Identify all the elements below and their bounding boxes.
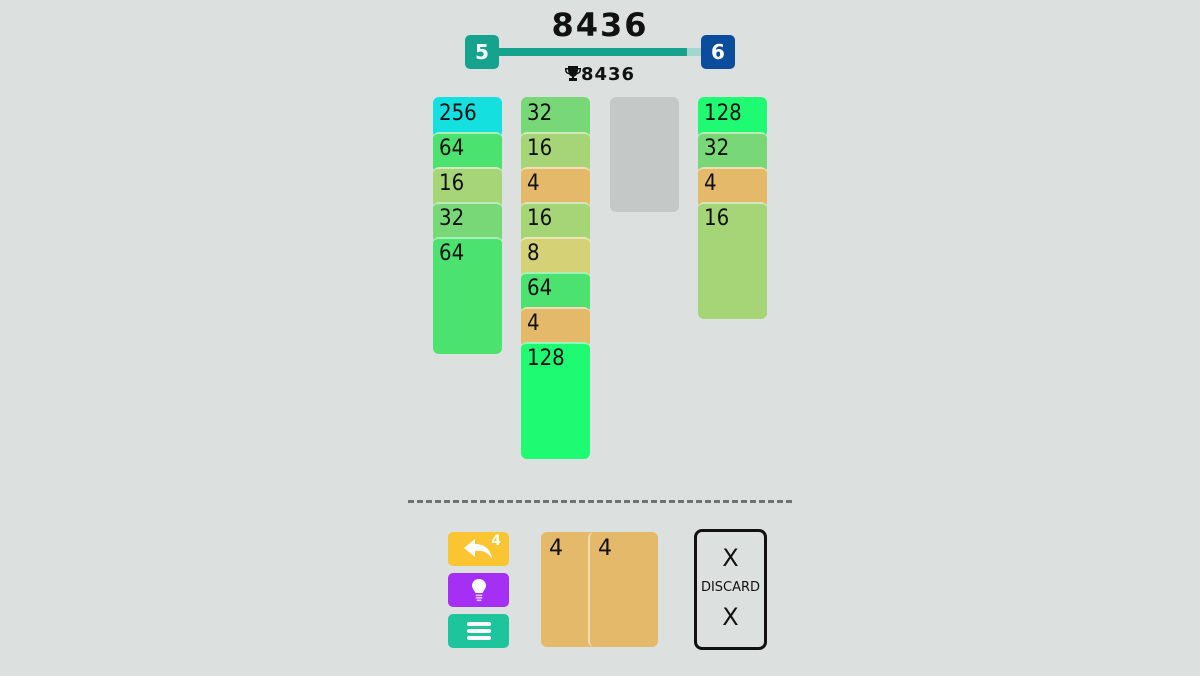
board-card: 128 xyxy=(698,97,767,138)
board-card: 16 xyxy=(433,167,502,208)
board-column-3-empty-slot[interactable] xyxy=(610,97,679,212)
trophy-icon xyxy=(564,66,581,81)
undo-arrow-icon xyxy=(463,539,492,559)
current-level-badge: 5 xyxy=(465,35,499,69)
board-card[interactable]: 128 xyxy=(521,342,590,459)
discard-slot-1-mark: X xyxy=(722,544,739,572)
next-level-badge: 6 xyxy=(701,35,735,69)
hand-card-current[interactable]: 4 xyxy=(588,532,658,647)
menu-icon xyxy=(466,622,491,640)
best-score: 8436 xyxy=(0,64,1200,85)
board-card[interactable]: 16 xyxy=(698,202,767,319)
board-card: 16 xyxy=(521,132,590,173)
board-card: 4 xyxy=(521,307,590,348)
hint-button[interactable] xyxy=(448,573,509,607)
menu-button[interactable] xyxy=(448,614,509,648)
board-card: 16 xyxy=(521,202,590,243)
best-score-value: 8436 xyxy=(580,64,636,85)
discard-pile[interactable]: X DISCARD X xyxy=(694,529,767,650)
board-card: 32 xyxy=(433,202,502,243)
level-progress-fill xyxy=(497,48,687,56)
board-card: 32 xyxy=(698,132,767,173)
discard-slot-2-mark: X xyxy=(722,603,739,631)
board-card: 256 xyxy=(433,97,502,138)
board-card: 8 xyxy=(521,237,590,278)
score: 8436 xyxy=(551,6,649,44)
board-card[interactable]: 64 xyxy=(433,237,502,354)
board-divider xyxy=(408,500,792,503)
board-card: 4 xyxy=(698,167,767,208)
lightbulb-icon xyxy=(471,579,486,602)
board-card: 64 xyxy=(433,132,502,173)
undo-button[interactable]: 4 xyxy=(448,532,509,566)
board-card: 4 xyxy=(521,167,590,208)
level-progress-bar xyxy=(497,48,703,56)
undo-count-badge: 4 xyxy=(491,533,501,549)
discard-label: DISCARD xyxy=(700,580,761,595)
board-card: 64 xyxy=(521,272,590,313)
board-card: 32 xyxy=(521,97,590,138)
